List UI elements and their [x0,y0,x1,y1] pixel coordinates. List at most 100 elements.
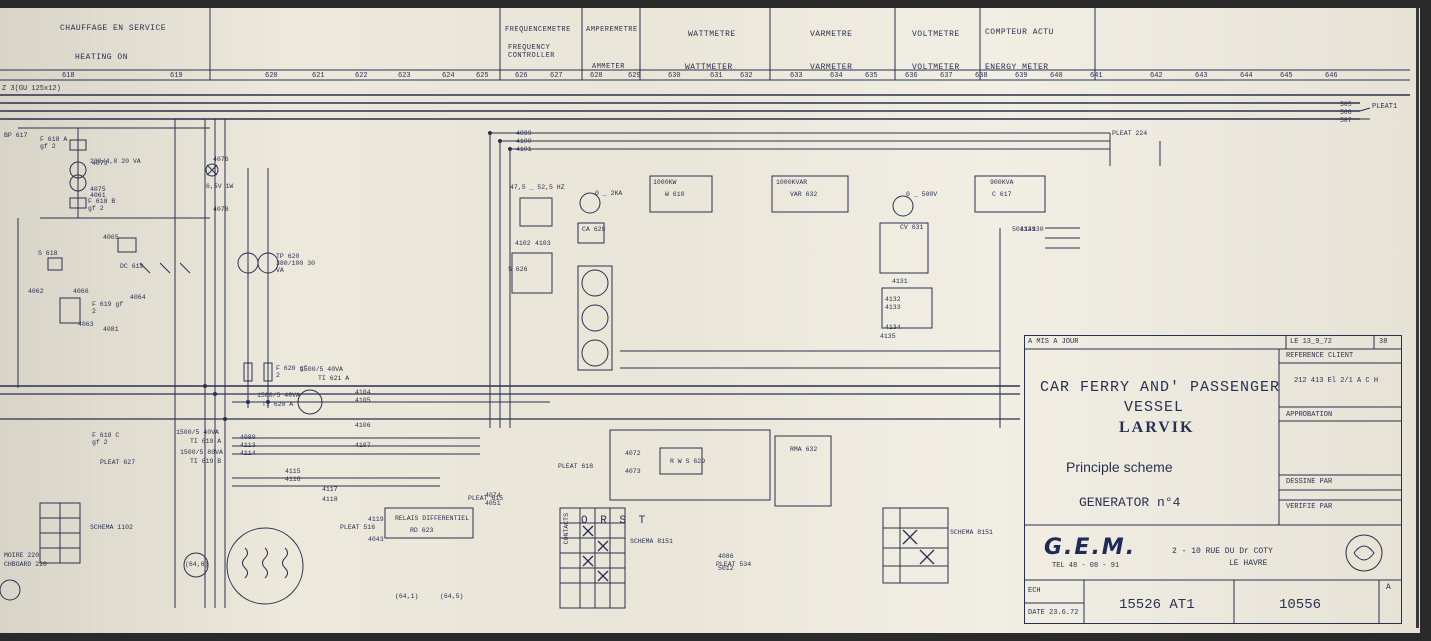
s618-label: S 618 [38,250,58,257]
column-number: 642 [1150,72,1163,80]
column-number: 622 [355,72,368,80]
wire-number: 4076 [213,156,229,163]
rma-label: RMA 632 [790,446,818,453]
ammeter-label-en: AMMETER [592,63,625,71]
wiring-diagram [0,8,1410,609]
schema-8151b-label: SCHEMA 8151 [950,529,993,536]
wire-number: 4129 [1020,226,1036,233]
column-number: 618 [62,72,75,80]
bp617-label: BP 617 [4,132,28,139]
lamp-label: 6,5V 1W [206,183,234,190]
wire-number: 4119 [368,516,384,523]
busbar-label: Z 3(GU 125x12) [2,85,61,93]
wire-number: 4117 [322,486,338,493]
revision-date: LE 13_9_72 [1290,338,1333,346]
column-number: 633 [790,72,803,80]
wire-number: 4062 [28,288,44,295]
ct-b-ref: TI 620 A [262,401,294,408]
wire-number: 4106 [355,422,371,429]
wattmeter-label-fr: WATTMETRE [688,30,736,39]
ref-64-6: (64,6) [185,561,209,568]
column-number: 644 [1240,72,1253,80]
plan-number: 10556 [1279,597,1322,613]
subtitle: Principle scheme [1066,459,1173,475]
revision-signature: 38 [1379,338,1388,346]
voltmeter-label-en: VOLTMETER [912,63,960,72]
kva-meter-label: 900KVA [990,179,1014,186]
revision-letter: A [1386,583,1391,592]
wire-number: 4061 [90,192,106,199]
wire-number: 4101 [516,146,532,153]
approbation-label: APPROBATION [1286,411,1333,419]
kvar-meter-label: 1000KVAR [776,179,808,186]
fuse-c-label: F 618 C gf 2 [92,432,120,446]
pleat-627-label: PLEAT 627 [100,459,136,466]
wire-number: 4133 [885,304,901,311]
wire-number: 4102 [515,240,531,247]
column-number: 628 [590,72,603,80]
verifie-par-label: VERIFIE PAR [1286,503,1333,511]
tp620-label: TP 620 380/100 30 VA [276,253,316,274]
column-number: 630 [668,72,681,80]
wire-number: 4080 [240,434,256,441]
pleat-224-label: PLEAT 224 [1112,130,1148,137]
title-line-3: LARVIK [1119,419,1195,436]
pleat-615-label: PLEAT 615 [468,495,504,502]
ref-64-5: (64,5) [440,593,464,600]
column-number: 641 [1090,72,1103,80]
ech-label: ECH [1028,587,1041,595]
wire-number: 4099 [516,130,532,137]
column-number: 621 [312,72,325,80]
wire-number: 4065 [103,234,119,241]
wire-number: 4103 [535,240,551,247]
wire-number: 4107 [355,442,371,449]
wire-number: 5012 [718,565,734,572]
relay-ref-label: RD 623 [410,527,434,534]
kva-meter-ref: C 617 [992,191,1012,198]
wire-number: 4100 [516,138,532,145]
column-number: 645 [1280,72,1293,80]
freqmeter-label-fr: FREQUENCEMETRE [505,26,571,34]
company-tel: TEL 48 - 08 - 91 [1052,562,1120,570]
wire-number: 4131 [892,278,908,285]
wattmeter-label-en: WATTMETER [685,63,733,72]
dessine-par-label: DESSINE PAR [1286,478,1333,486]
dossier-number: 15526 AT1 [1119,597,1195,613]
varmeter-label-en: VARMETER [810,63,853,72]
column-number: 643 [1195,72,1208,80]
pleat-618-label: PLEAT 618 [558,463,594,470]
ct-c-label: 1500/5 40VA [176,429,219,436]
schema-8151-label: SCHEMA 8151 [630,538,673,545]
wire-number: 4086 [718,553,734,560]
wire-number: 4118 [322,496,338,503]
generator-label: GENERATOR n°4 [1079,495,1181,510]
column-number: 623 [398,72,411,80]
ct-b-label: 1500/5 40VA [257,392,300,399]
kw-meter-label: 1000KW [653,179,677,186]
wire-number: 4135 [880,333,896,340]
column-number: 620 [265,72,278,80]
column-number: 634 [830,72,843,80]
wire-number: 4064 [130,294,146,301]
voltmeter-label-fr: VOLTMETRE [912,30,960,39]
column-number: 629 [628,72,641,80]
column-number: 637 [940,72,953,80]
wire-number: 4074 [485,492,501,499]
bus-label-506: 506 [1340,109,1352,116]
wire-number: 4081 [103,326,119,333]
wire-number: 4063 [78,321,94,328]
counter-label-en: ENERGY METER [985,63,1049,72]
wire-number: 4104 [355,389,371,396]
fuse-620-label: F 620 gf 2 [276,365,308,379]
volt-range-label: 0 _ 500V [906,191,938,198]
ca628-label: CA 628 [582,226,606,233]
column-number: 636 [905,72,918,80]
fuse-a-label: F 618 A gf 2 [40,136,68,150]
orst-label: O R S T [581,515,649,527]
contacts-label: CONTACTS [563,513,570,545]
wire-number: 4078 [213,206,229,213]
freq-range-label: 47,5 _ 52,5 HZ [510,184,565,191]
varmeter-label-fr: VARMETRE [810,30,853,39]
wire-number: 4105 [355,397,371,404]
wire-number: 4115 [285,468,301,475]
